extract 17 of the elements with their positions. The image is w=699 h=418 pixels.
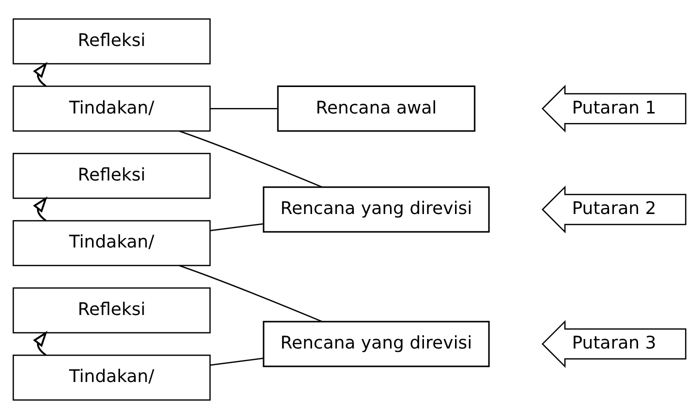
arrow <box>33 330 48 356</box>
node-box: Refleksi <box>12 152 211 198</box>
connector <box>210 357 264 366</box>
connector <box>210 222 264 231</box>
node-box: Rencana yang direvisi <box>262 186 490 232</box>
node-box: Tindakan/ <box>12 354 211 400</box>
arrow <box>33 196 48 221</box>
node-box: Rencana awal <box>277 84 476 132</box>
node-box: Tindakan/ <box>12 85 211 132</box>
connector <box>210 108 278 109</box>
node-box: Rencana yang direvisi <box>262 320 490 367</box>
node-box: Refleksi <box>12 18 211 64</box>
arrow <box>33 61 48 86</box>
node-box: Tindakan/ <box>12 220 211 266</box>
node-box: Refleksi <box>12 286 211 333</box>
connector <box>179 264 322 322</box>
connector <box>179 130 322 188</box>
